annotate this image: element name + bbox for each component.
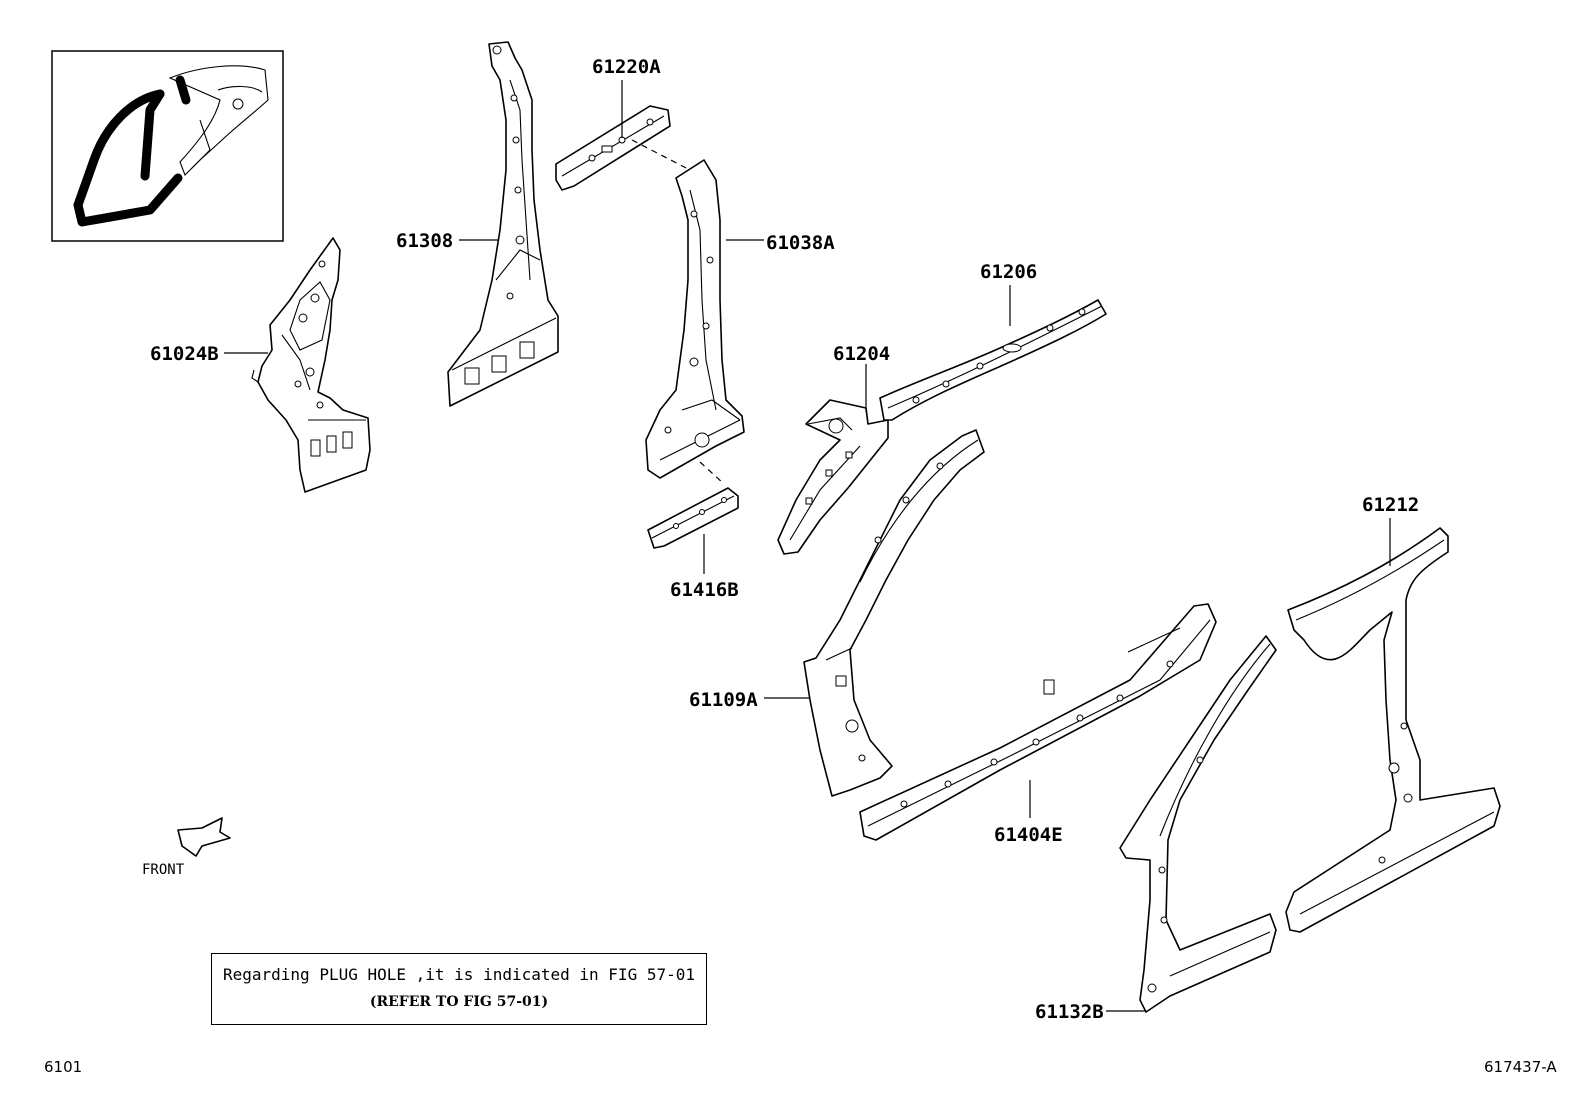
front-label: FRONT	[142, 862, 185, 878]
front-direction-arrow-icon	[177, 817, 231, 857]
label-61404E: 61404E	[994, 824, 1063, 846]
label-61109A: 61109A	[689, 689, 758, 711]
label-61204: 61204	[833, 343, 890, 365]
label-61024B: 61024B	[150, 343, 219, 365]
part-61038A-drawing	[645, 159, 745, 479]
part-61416B-drawing	[647, 487, 739, 549]
leader-lines	[224, 80, 1391, 1012]
plug-hole-note: Regarding PLUG HOLE ,it is indicated in …	[211, 953, 707, 1025]
part-61212-drawing	[1285, 527, 1501, 933]
part-61132B-drawing	[1119, 635, 1277, 1013]
plug-hole-note-reference: (REFER TO FIG 57-01)	[369, 994, 549, 1010]
inset-car-side-outline	[73, 65, 269, 227]
part-61206-drawing	[879, 299, 1107, 421]
part-61220A-drawing	[555, 105, 671, 191]
part-61024B-drawing	[251, 237, 371, 493]
label-61220A: 61220A	[592, 56, 661, 78]
label-61212: 61212	[1362, 494, 1419, 516]
label-61206: 61206	[980, 261, 1037, 283]
locator-inset	[51, 50, 284, 242]
label-61416B: 61416B	[670, 579, 739, 601]
assembly-line-61038A-61416B	[699, 461, 725, 485]
part-61204-drawing	[777, 399, 889, 555]
figure-code: 6101	[44, 1058, 82, 1076]
plug-hole-note-text: Regarding PLUG HOLE ,it is indicated in …	[222, 965, 695, 984]
part-61404E-drawing	[859, 603, 1217, 841]
label-61132B: 61132B	[1035, 1001, 1104, 1023]
drawing-id: 617437-A	[1484, 1058, 1557, 1076]
label-61308: 61308	[396, 230, 453, 252]
part-61109A-drawing	[803, 429, 985, 797]
label-61038A: 61038A	[766, 232, 835, 254]
part-61308-drawing	[447, 41, 559, 407]
